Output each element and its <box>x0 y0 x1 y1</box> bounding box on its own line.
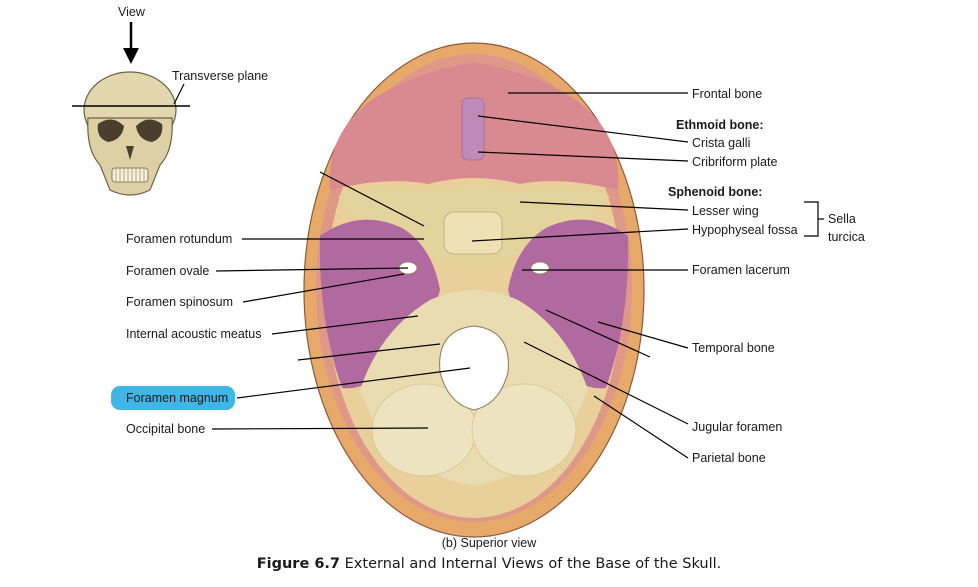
label-sella-line2: turcica <box>828 230 865 244</box>
label-foramen-magnum: Foramen magnum <box>126 391 228 405</box>
foramen-magnum-opening <box>439 325 509 411</box>
label-parietal-bone: Parietal bone <box>692 451 766 465</box>
diagram-subtitle: (b) Superior view <box>441 536 537 550</box>
figure-caption: Figure 6.7 External and Internal Views o… <box>0 556 978 572</box>
hypophyseal-fossa-region <box>443 211 503 255</box>
leader-lines <box>211 92 824 459</box>
foramen-magnum-highlight <box>111 386 235 410</box>
label-lesser-wing: Lesser wing <box>692 204 759 218</box>
figure-label: Figure 6.7 <box>256 556 341 572</box>
view-arrowhead <box>123 48 139 64</box>
transverse-plane-label: Transverse plane <box>172 69 268 83</box>
label-jugular-foramen: Jugular foramen <box>692 420 782 434</box>
label-cribriform-plate: Cribriform plate <box>692 155 777 169</box>
skull-base-illustration <box>303 42 645 538</box>
label-occipital-bone: Occipital bone <box>126 422 205 436</box>
label-temporal-bone: Temporal bone <box>692 341 775 355</box>
figure-caption-text: External and Internal Views of the Base … <box>340 556 722 572</box>
label-foramen-ovale: Foramen ovale <box>126 264 209 278</box>
view-label: View <box>118 5 146 19</box>
label-foramen-lacerum: Foramen lacerum <box>692 263 790 277</box>
label-sphenoid-heading: Sphenoid bone: <box>668 185 762 199</box>
label-hypophyseal-fossa: Hypophyseal fossa <box>692 223 798 237</box>
label-frontal-bone: Frontal bone <box>692 87 762 101</box>
label-sella-line1: Sella <box>828 212 856 226</box>
inset-skull-front-view: View Transverse plane <box>72 5 268 196</box>
crista-galli-region <box>461 97 485 161</box>
label-internal-acoustic-meatus: Internal acoustic meatus <box>126 327 262 341</box>
label-foramen-rotundum: Foramen rotundum <box>126 232 232 246</box>
label-ethmoid-heading: Ethmoid bone: <box>676 118 764 132</box>
label-foramen-spinosum: Foramen spinosum <box>126 295 233 309</box>
label-crista-galli: Crista galli <box>692 136 750 150</box>
